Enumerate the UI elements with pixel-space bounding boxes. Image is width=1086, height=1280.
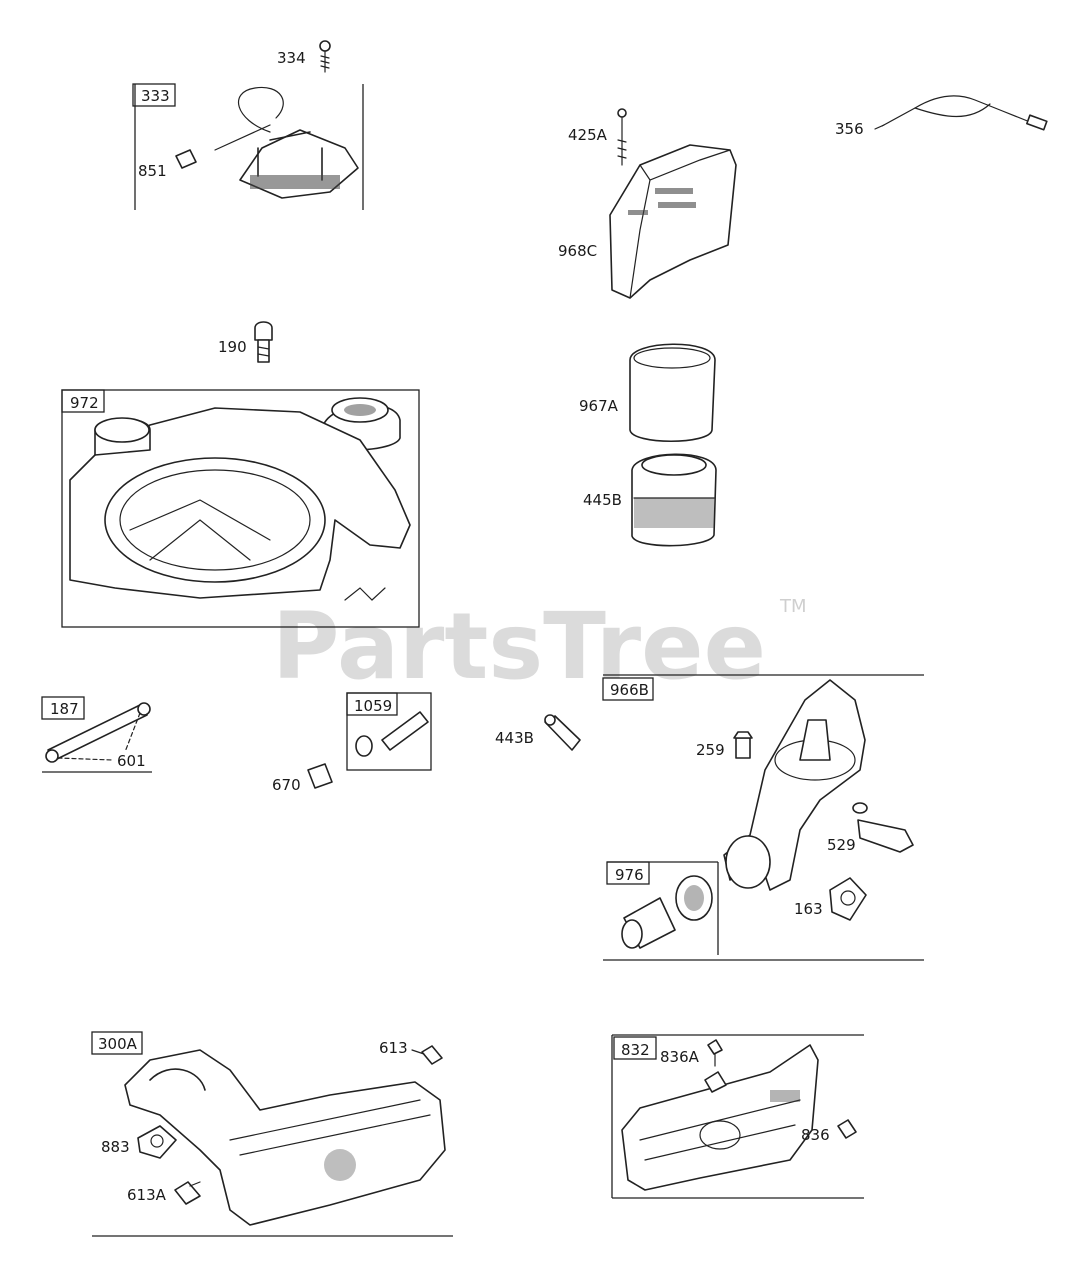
group-187: 187 601: [41, 696, 152, 773]
filter-976[interactable]: [621, 875, 713, 949]
label-836: 836: [801, 1126, 830, 1144]
spacer-670[interactable]: [307, 763, 333, 789]
box-832-frame: [613, 1036, 657, 1060]
box-976-frame: [606, 861, 650, 885]
armature-wire: [237, 86, 284, 133]
group-1059: 1059: [346, 692, 432, 771]
group-300A: 300A 613 883 613A: [91, 1031, 453, 1237]
box-label-972: 972: [70, 394, 99, 412]
box-1059-label-frame: [346, 692, 398, 716]
box-label-300A: 300A: [98, 1035, 138, 1053]
label-259: 259: [696, 741, 725, 759]
watermark-tm: TM: [779, 596, 807, 617]
group-832: 832 836A 836: [611, 1034, 864, 1199]
label-601: 601: [117, 752, 146, 770]
screw-836A[interactable]: [704, 1039, 727, 1093]
box-label-976: 976: [615, 866, 644, 884]
air-filter-445B[interactable]: [631, 453, 717, 547]
box-label-333: 333: [141, 87, 170, 105]
gasket-163[interactable]: [829, 877, 867, 921]
group-333: 333 334 851: [132, 40, 364, 210]
clip-851[interactable]: [175, 149, 197, 169]
bolt-1059[interactable]: [355, 711, 429, 757]
label-968C: 968C: [558, 242, 597, 260]
box-label-1059: 1059: [354, 697, 392, 715]
label-613: 613: [379, 1039, 408, 1057]
label-967A: 967A: [579, 397, 619, 415]
label-163: 163: [794, 900, 823, 918]
label-836A: 836A: [660, 1048, 700, 1066]
box-label-187: 187: [50, 700, 79, 718]
box-300A-frame: [91, 1031, 143, 1055]
label-445B: 445B: [583, 491, 622, 509]
screw-613A[interactable]: [174, 1181, 201, 1205]
label-443B: 443B: [495, 729, 534, 747]
screw-613[interactable]: [411, 1045, 443, 1065]
box-972-frame: [61, 389, 420, 628]
group-966B: 966B 259 529 163: [602, 674, 924, 961]
group-972: 972 957: [61, 389, 420, 628]
box-966B-frame: [602, 677, 654, 701]
label-334: 334: [277, 49, 306, 67]
box-333-frame: [132, 83, 176, 107]
label-670: 670: [272, 776, 301, 794]
gasket-883[interactable]: [137, 1125, 177, 1159]
fitting-259[interactable]: [733, 731, 753, 759]
label-529: 529: [827, 836, 856, 854]
screw-836[interactable]: [837, 1119, 857, 1139]
label-613A: 613A: [127, 1186, 167, 1204]
muffler-guard-832[interactable]: [621, 1044, 819, 1191]
label-425A: 425A: [568, 126, 608, 144]
box-972-label-frame: [61, 389, 105, 413]
plug-190[interactable]: [254, 321, 273, 363]
watermark: PartsTree: [272, 593, 766, 700]
muffler-300A[interactable]: [124, 1049, 446, 1226]
box-label-832: 832: [621, 1041, 650, 1059]
box-label-966B: 966B: [610, 681, 649, 699]
group-976: 976: [606, 861, 719, 955]
box-187-frame: [41, 696, 85, 720]
bolt-334[interactable]: [319, 40, 331, 73]
fitting-443B[interactable]: [544, 714, 581, 751]
air-cleaner-cover-968C[interactable]: [609, 144, 737, 299]
label-883: 883: [101, 1138, 130, 1156]
air-cleaner-base-966B[interactable]: [723, 679, 866, 891]
fuel-line-187[interactable]: [45, 702, 151, 763]
pre-cleaner-967A[interactable]: [629, 343, 716, 442]
label-190: 190: [218, 338, 247, 356]
cable-356[interactable]: [874, 95, 1048, 131]
label-356: 356: [835, 120, 864, 138]
screw-425A[interactable]: [617, 108, 627, 166]
bracket-529[interactable]: [852, 802, 914, 853]
label-851: 851: [138, 162, 167, 180]
